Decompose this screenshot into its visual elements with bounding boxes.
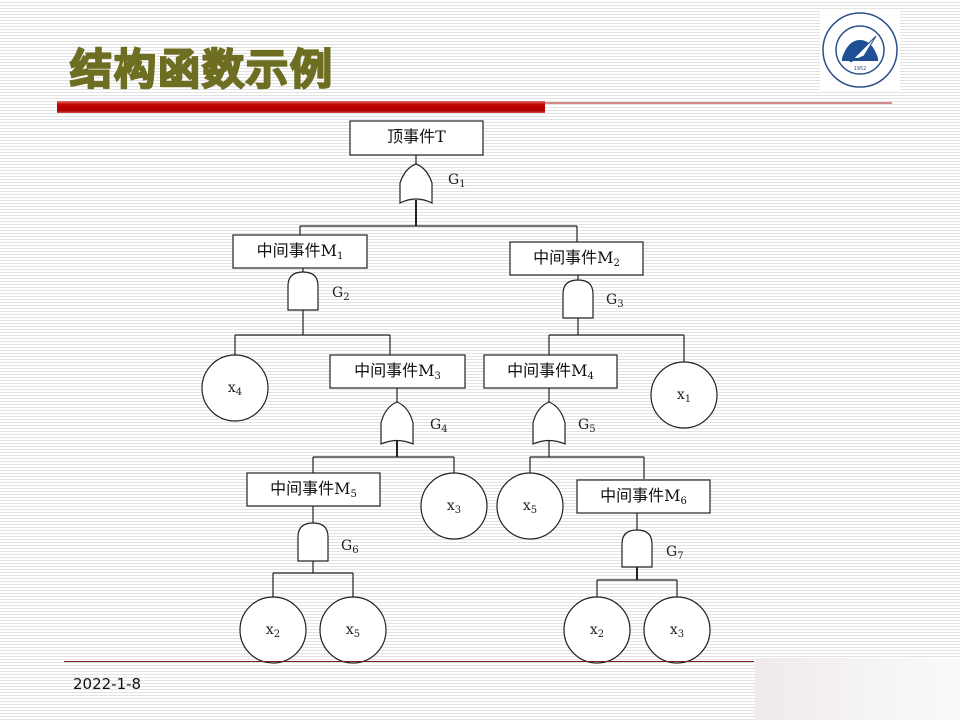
title-accent-line [545, 102, 892, 104]
intermediate-event-m4: 中间事件M4 [507, 361, 594, 382]
basic-event-x5: x5 [345, 622, 361, 640]
slide-title: 结构函数示例 [69, 44, 335, 95]
basic-event-x2: x2 [589, 622, 605, 640]
title-accent-bar [57, 101, 545, 113]
intermediate-event-m2: 中间事件M2 [533, 248, 620, 269]
footer-fade [755, 658, 960, 720]
gate-label-g4: G4 [430, 417, 448, 435]
basic-event-x2: x2 [265, 622, 281, 640]
basic-event-x1: x1 [676, 387, 692, 405]
university-emblem-icon: 1952 [820, 10, 900, 90]
basic-event-x3: x3 [446, 498, 462, 516]
intermediate-event-m1: 中间事件M1 [256, 241, 344, 262]
intermediate-event-m3: 中间事件M3 [354, 361, 441, 382]
gate-label-g1: G1 [448, 172, 466, 190]
gate-label-g3: G3 [606, 292, 624, 310]
svg-text:1952: 1952 [854, 66, 867, 72]
basic-event-x4: x4 [227, 380, 243, 398]
gate-label-g5: G5 [578, 417, 596, 435]
top-event-label: 顶事件T [387, 127, 446, 146]
footer-divider [64, 661, 754, 662]
intermediate-event-m6: 中间事件M6 [600, 486, 687, 507]
gate-label-g6: G6 [341, 538, 359, 556]
intermediate-event-m5: 中间事件M5 [270, 479, 357, 500]
gate-label-g7: G7 [666, 544, 684, 562]
slide-date: 2022-1-8 [73, 675, 142, 693]
basic-event-x5: x5 [522, 498, 538, 516]
basic-event-x3: x3 [669, 622, 685, 640]
gate-label-g2: G2 [332, 285, 350, 303]
